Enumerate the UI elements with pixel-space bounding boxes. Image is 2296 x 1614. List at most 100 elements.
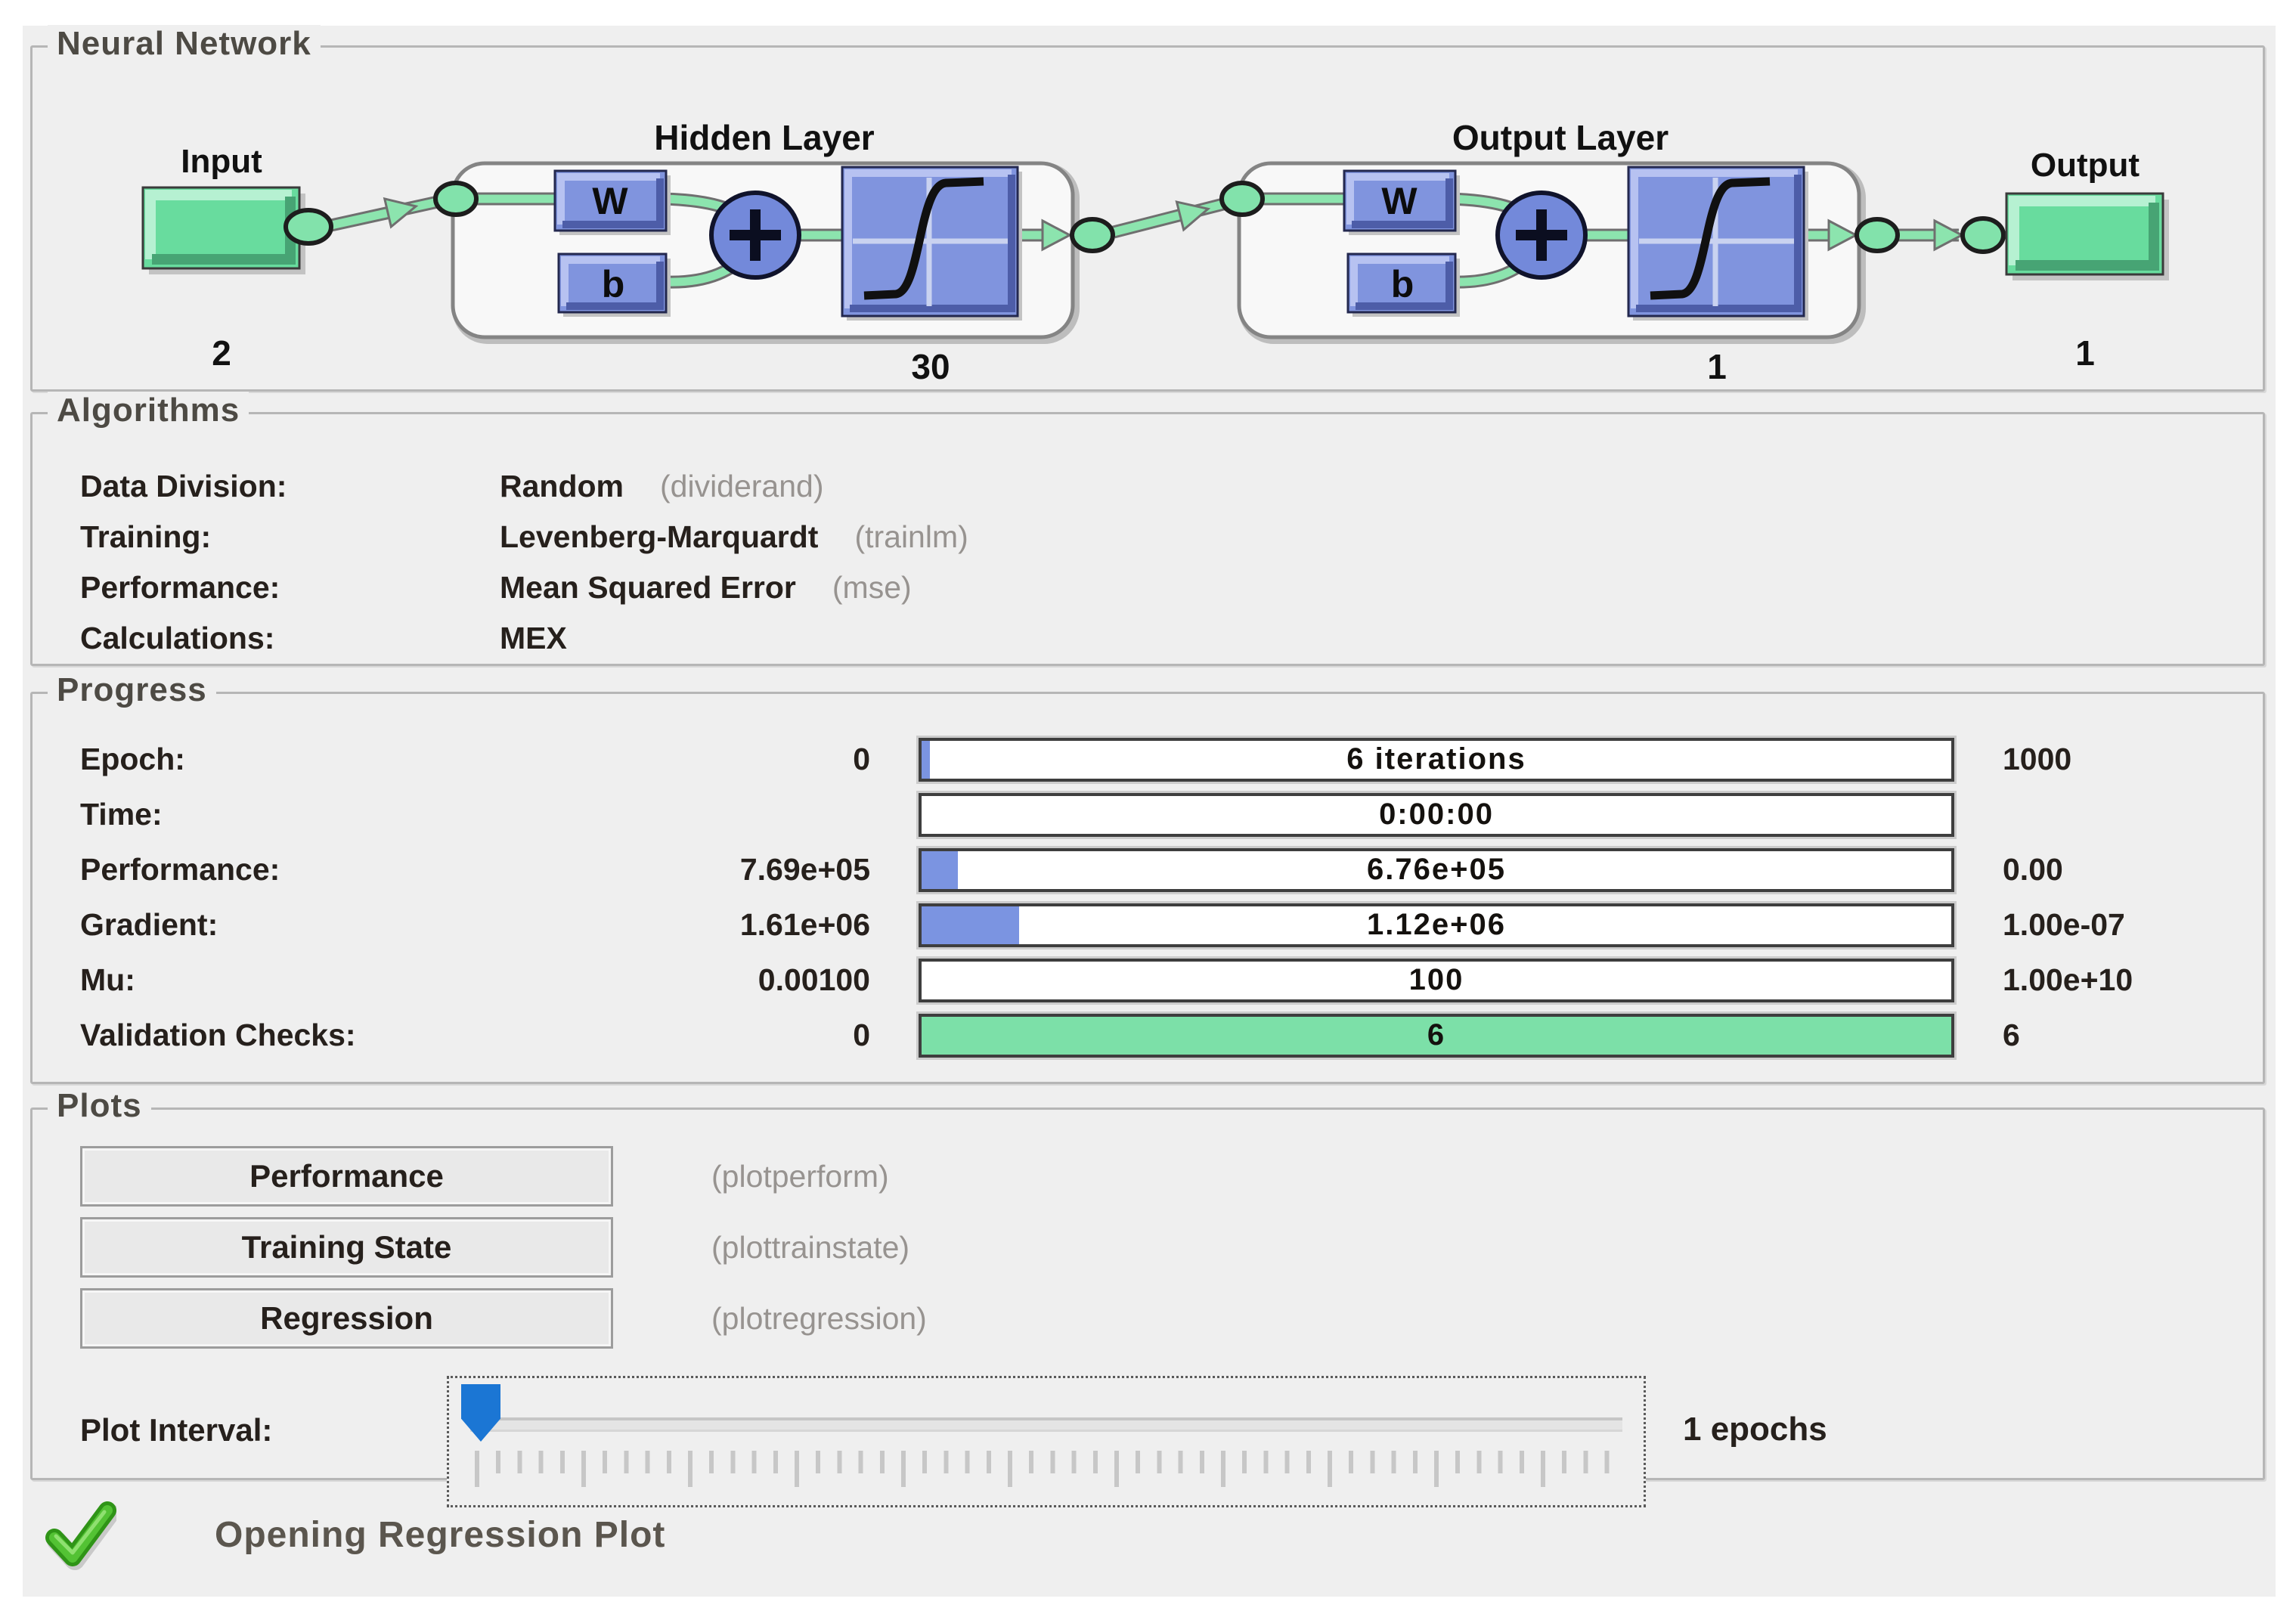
progress-bar-text: 1.12e+06 bbox=[1367, 908, 1506, 941]
progress-label: Validation Checks: bbox=[80, 1018, 356, 1052]
progress-bar-text: 100 bbox=[1408, 963, 1464, 996]
output-connector bbox=[1898, 218, 1965, 252]
progress-fill bbox=[922, 906, 1020, 944]
progress-start-value: 7.69e+05 bbox=[739, 852, 870, 887]
progress-start-value: 1.61e+06 bbox=[739, 907, 870, 942]
plot-row-regression: Regression (plotregression) bbox=[80, 1288, 2263, 1349]
slider-major-tick-marks bbox=[475, 1451, 1622, 1487]
epoch-progress-bar: 6 iterations bbox=[919, 737, 1954, 782]
progress-bar-text: 6.76e+05 bbox=[1367, 853, 1506, 886]
progress-rows: Epoch: 0 6 iterations 1000 Time: 0:00:00… bbox=[33, 694, 2263, 1063]
hidden-size-label: 30 bbox=[911, 347, 950, 385]
progress-label: Epoch: bbox=[80, 742, 185, 776]
hidden-sum-node bbox=[709, 191, 801, 280]
output-layer-title: Output Layer bbox=[1452, 118, 1669, 157]
output-transfer-block bbox=[1627, 166, 1808, 321]
network-diagram: Hidden Layer Output Layer bbox=[141, 118, 2169, 385]
output-size-label: 1 bbox=[2075, 333, 2095, 373]
performance-progress-bar: 6.76e+05 bbox=[919, 847, 1954, 892]
validation-checks-progress-bar: 6 bbox=[919, 1013, 1954, 1058]
mu-progress-bar: 100 bbox=[919, 958, 1954, 1002]
output-sum-node bbox=[1495, 191, 1588, 280]
training-state-plot-button[interactable]: Training State bbox=[80, 1217, 613, 1278]
algorithm-label: Training: bbox=[80, 519, 212, 554]
progress-row-epoch: Epoch: 0 6 iterations 1000 bbox=[80, 732, 2263, 787]
progress-limit-value: 1000 bbox=[2003, 742, 2072, 776]
algorithm-row-calculations: Calculations: MEX bbox=[80, 613, 2263, 664]
algorithm-label: Data Division: bbox=[80, 469, 287, 503]
output-bias-label: b bbox=[1391, 263, 1414, 305]
hidden-layer-title: Hidden Layer bbox=[654, 118, 875, 157]
hidden-weight-block bbox=[553, 169, 671, 235]
hidden-bias-label: b bbox=[602, 263, 625, 305]
progress-bar-text: 0:00:00 bbox=[1379, 798, 1494, 831]
plot-buttons: Performance (plotperform) Training State… bbox=[33, 1110, 2263, 1349]
nntraintool-window: Neural Network Hidden Layer Output Layer bbox=[23, 25, 2276, 1597]
output-bias-block bbox=[1346, 252, 1460, 317]
plots-section: Plots Performance (plotperform) Training… bbox=[30, 1087, 2265, 1507]
progress-section: Progress Epoch: 0 6 iterations 1000 Time… bbox=[30, 671, 2265, 1084]
progress-limit-value: 6 bbox=[2003, 1018, 2020, 1052]
algorithm-label: Performance: bbox=[80, 570, 280, 605]
gradient-progress-bar: 1.12e+06 bbox=[919, 903, 1954, 947]
hidden-transfer-block bbox=[841, 166, 1022, 321]
progress-limit-value: 1.00e-07 bbox=[2003, 907, 2125, 942]
progress-label: Performance: bbox=[80, 852, 280, 887]
progress-fill bbox=[922, 740, 930, 779]
slider-track[interactable] bbox=[470, 1417, 1622, 1432]
neural-network-section: Neural Network Hidden Layer Output Layer bbox=[30, 25, 2265, 392]
progress-bar-text: 6 bbox=[1427, 1018, 1446, 1052]
algorithm-row-training: Training: Levenberg-Marquardt (trainlm) bbox=[80, 512, 2263, 562]
progress-label: Mu: bbox=[80, 962, 135, 997]
algorithms-rows: Data Division: Random (dividerand) Train… bbox=[33, 414, 2263, 664]
progress-row-performance: Performance: 7.69e+05 6.76e+05 0.00 bbox=[80, 842, 2263, 897]
plot-interval-label: Plot Interval: bbox=[80, 1412, 273, 1448]
status-row: Opening Regression Plot bbox=[44, 1498, 665, 1571]
status-message: Opening Regression Plot bbox=[215, 1514, 666, 1555]
progress-start-value: 0 bbox=[853, 742, 870, 776]
progress-limit-value: 0.00 bbox=[2003, 852, 2063, 887]
algorithms-section: Algorithms Data Division: Random (divide… bbox=[30, 392, 2265, 666]
progress-bar-text: 6 iterations bbox=[1346, 742, 1526, 776]
input-size-label: 2 bbox=[212, 333, 231, 373]
algorithms-section-title: Algorithms bbox=[48, 392, 249, 429]
slider-thumb[interactable] bbox=[461, 1384, 500, 1442]
plot-interval-value: 1 epochs bbox=[1683, 1411, 1827, 1448]
progress-fill bbox=[922, 1016, 1951, 1055]
progress-limit-value: 1.00e+10 bbox=[2003, 962, 2133, 997]
neural-network-section-title: Neural Network bbox=[48, 25, 321, 63]
plots-section-title: Plots bbox=[48, 1087, 151, 1125]
plot-function-name: (plotperform) bbox=[711, 1158, 889, 1194]
algorithm-function: (dividerand) bbox=[660, 469, 824, 503]
output-layer-size-label: 1 bbox=[1707, 347, 1727, 385]
algorithm-value: Levenberg-Marquardt bbox=[500, 519, 819, 554]
progress-row-mu: Mu: 0.00100 100 1.00e+10 bbox=[80, 953, 2263, 1008]
time-progress-bar: 0:00:00 bbox=[919, 792, 1954, 837]
progress-row-time: Time: 0:00:00 bbox=[80, 787, 2263, 842]
plot-interval-row: Plot Interval: 1 epochs bbox=[80, 1376, 2159, 1512]
plot-function-name: (plotregression) bbox=[711, 1300, 927, 1336]
hidden-weight-label: W bbox=[592, 180, 628, 222]
algorithm-value: Mean Squared Error bbox=[500, 570, 796, 605]
output-block bbox=[2005, 192, 2169, 280]
progress-row-gradient: Gradient: 1.61e+06 1.12e+06 1.00e-07 bbox=[80, 897, 2263, 953]
output-weight-label: W bbox=[1381, 180, 1418, 222]
progress-label: Time: bbox=[80, 797, 163, 832]
performance-plot-button[interactable]: Performance bbox=[80, 1146, 613, 1207]
hidden-bias-block bbox=[557, 252, 671, 317]
regression-plot-button[interactable]: Regression bbox=[80, 1288, 613, 1349]
plot-function-name: (plottrainstate) bbox=[711, 1229, 910, 1265]
output-label: Output bbox=[2031, 147, 2140, 184]
plot-interval-slider[interactable] bbox=[447, 1376, 1646, 1507]
algorithm-row-data-division: Data Division: Random (dividerand) bbox=[80, 461, 2263, 512]
progress-fill bbox=[922, 850, 958, 889]
input-connector bbox=[323, 194, 446, 234]
plot-row-training-state: Training State (plottrainstate) bbox=[80, 1217, 2263, 1278]
progress-section-title: Progress bbox=[48, 671, 216, 709]
connector-nodes bbox=[284, 181, 2006, 254]
interlayer-connector bbox=[1111, 197, 1225, 239]
algorithm-function: (trainlm) bbox=[854, 519, 968, 554]
algorithm-value: Random bbox=[500, 469, 624, 503]
progress-start-value: 0 bbox=[853, 1018, 870, 1052]
